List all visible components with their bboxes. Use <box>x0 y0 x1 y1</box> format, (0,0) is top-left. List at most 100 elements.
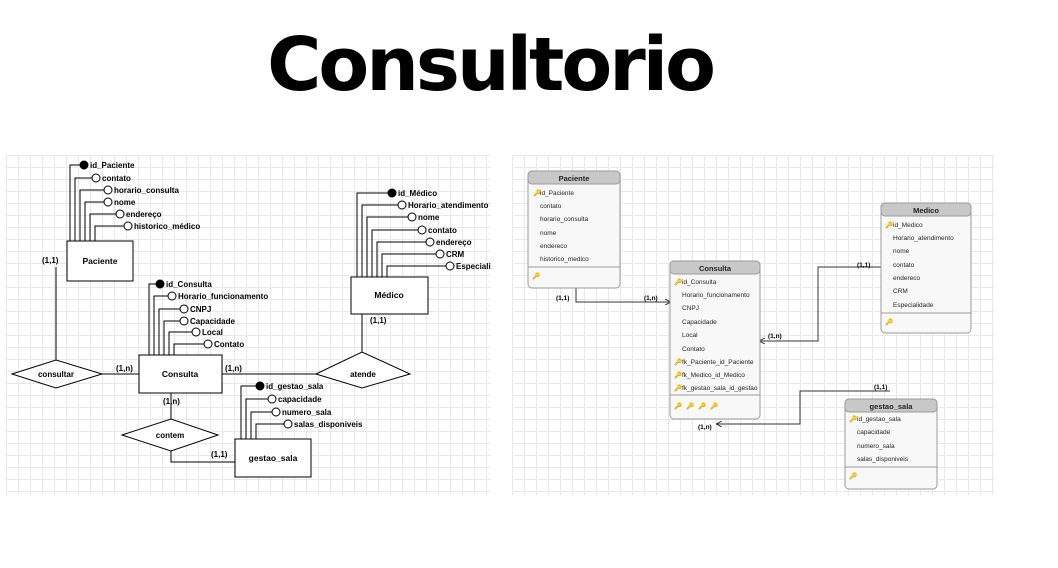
attribute-icon <box>425 237 435 247</box>
field-contato: contato <box>540 203 562 210</box>
fk-icon: 🔑 <box>686 401 694 410</box>
pk-icon: 🔑 <box>849 414 857 423</box>
relationship-atende-label: atende <box>350 370 376 379</box>
field-capacidade: Capacidade <box>682 319 717 326</box>
attr-capacidade-sala: capacidade <box>278 395 322 404</box>
field-local: Local <box>682 332 698 339</box>
table-gestao-sala[interactable]: gestao_sala 🔑 id_gestao_sala capacidade … <box>844 398 938 490</box>
attr-id-consulta: id_Consulta <box>166 280 212 289</box>
field-id-paciente: id_Paciente <box>540 190 574 197</box>
attribute-icon <box>179 316 189 326</box>
attr-endereco: endereço <box>126 210 162 219</box>
entity-paciente-label: Paciente <box>83 256 118 266</box>
attr-cnpj: CNPJ <box>190 305 211 314</box>
fk-icon: 🔑 <box>674 357 682 366</box>
cardinality-consulta-bottom: (1,n) <box>163 397 180 406</box>
attr-numero-sala: numero_sala <box>282 408 332 417</box>
relationship-atende[interactable] <box>314 351 412 389</box>
key-icon: 🔑 <box>674 401 682 410</box>
field-fk-paciente: fk_Paciente_id_Paciente <box>682 359 754 366</box>
connector-medico-consulta <box>760 266 881 341</box>
field-nome-medico: nome <box>893 248 910 255</box>
cardinality-medico: (1,1) <box>857 262 870 269</box>
page-title: Consultorio <box>267 22 716 108</box>
entity-medico[interactable] <box>350 276 429 315</box>
attr-id-medico: id_Médico <box>398 189 437 198</box>
key-attribute-icon <box>79 160 89 170</box>
field-horario-atendimento: Horario_atendimento <box>893 235 954 242</box>
connector-gestao-consulta <box>717 390 890 424</box>
pk-icon: 🔑 <box>674 277 682 286</box>
field-numero-sala: numero_sala <box>857 443 895 450</box>
attr-especialidade: Especialidade <box>456 262 491 271</box>
attribute-icon <box>203 339 213 349</box>
table-gestao-sala-title: gestao_sala <box>870 402 914 411</box>
entity-medico-label: Médico <box>374 290 403 300</box>
field-crm: CRM <box>893 288 908 295</box>
pk-icon: 🔑 <box>533 188 541 197</box>
attribute-icon <box>283 419 293 429</box>
attr-nome-medico: nome <box>418 213 440 222</box>
relationship-consultar-label: consultar <box>38 370 74 379</box>
logical-diagram: Paciente 🔑 id_Paciente contato horario_c… <box>527 170 972 490</box>
attr-horario-atendimento: Horario_atendimento <box>408 201 489 210</box>
fk-icon: 🔑 <box>674 383 682 392</box>
field-salas-disponiveis: salas_disponiveis <box>857 456 909 463</box>
field-contato-medico: contato <box>893 262 915 269</box>
entity-consulta[interactable] <box>138 354 223 394</box>
attribute-icon <box>407 212 417 222</box>
field-historico-medico: historico_medico <box>540 256 589 263</box>
attribute-icon <box>91 173 101 183</box>
field-especialidade: Especialidade <box>893 302 934 309</box>
field-horario-consulta: horario_consulta <box>540 216 588 223</box>
attribute-icon <box>417 225 427 235</box>
attr-historico-medico: historico_médico <box>134 222 200 231</box>
field-horario-funcionamento: Horario_funcionamento <box>682 292 750 299</box>
table-medico[interactable]: Medico 🔑 id_Medico Horario_atendimento n… <box>880 202 972 334</box>
attribute-icon <box>445 261 455 271</box>
field-endereco-medico: endereco <box>893 275 920 282</box>
attr-nome: nome <box>114 198 136 207</box>
attribute-icon <box>123 221 133 231</box>
cardinality-medico: (1,1) <box>370 316 387 325</box>
field-contato-consulta: Contato <box>682 346 705 353</box>
attribute-icon <box>271 407 281 417</box>
attr-contato-consulta: Contato <box>214 340 244 349</box>
fk-icon: 🔑 <box>674 370 682 379</box>
cardinality-paciente: (1,1) <box>556 295 569 302</box>
entity-consulta-label: Consulta <box>162 369 199 379</box>
field-endereco: endereco <box>540 243 567 250</box>
field-nome: nome <box>540 230 557 237</box>
attribute-icon <box>115 209 125 219</box>
field-capacidade-sala: capacidade <box>857 429 891 436</box>
pk-icon: 🔑 <box>885 220 893 229</box>
table-consulta[interactable]: Consulta 🔑 id_Consulta Horario_funcionam… <box>669 260 761 420</box>
logical-model-panel: Paciente 🔑 id_Paciente contato horario_c… <box>512 155 994 495</box>
table-paciente[interactable]: Paciente 🔑 id_Paciente contato horario_c… <box>527 170 621 289</box>
key-icon: 🔑 <box>532 271 540 280</box>
key-icon: 🔑 <box>885 317 893 326</box>
attribute-icon <box>179 304 189 314</box>
entity-gestao-sala[interactable] <box>234 438 312 478</box>
cardinality-paciente: (1,1) <box>42 256 59 265</box>
relationship-contem-label: contem <box>156 431 184 440</box>
relationship-consultar[interactable] <box>10 359 104 389</box>
attr-horario-funcionamento: Horario_funcionamento <box>178 292 268 301</box>
relationship-contem[interactable] <box>120 418 220 452</box>
key-attribute-icon <box>155 279 165 289</box>
fk-icon: 🔑 <box>698 401 706 410</box>
cardinality-consulta-left: (1,n) <box>116 364 133 373</box>
key-attribute-icon <box>387 188 397 198</box>
attr-contato: contato <box>102 174 131 183</box>
table-consulta-title: Consulta <box>699 264 732 273</box>
conceptual-diagram: id_Paciente contato horario_consulta nom… <box>10 160 491 478</box>
attr-capacidade: Capacidade <box>190 317 235 326</box>
field-fk-gestao-sala: fk_gestao_sala_id_gestao <box>682 385 758 392</box>
entity-paciente[interactable] <box>66 240 134 282</box>
cardinality-consulta-from-paciente: (1,n) <box>644 295 658 302</box>
cardinality-consulta-right: (1,n) <box>225 364 242 373</box>
connector-paciente-consulta <box>575 282 670 302</box>
field-id-consulta: id_Consulta <box>682 279 717 286</box>
table-paciente-title: Paciente <box>559 174 590 183</box>
attr-endereco-medico: endereço <box>436 238 472 247</box>
